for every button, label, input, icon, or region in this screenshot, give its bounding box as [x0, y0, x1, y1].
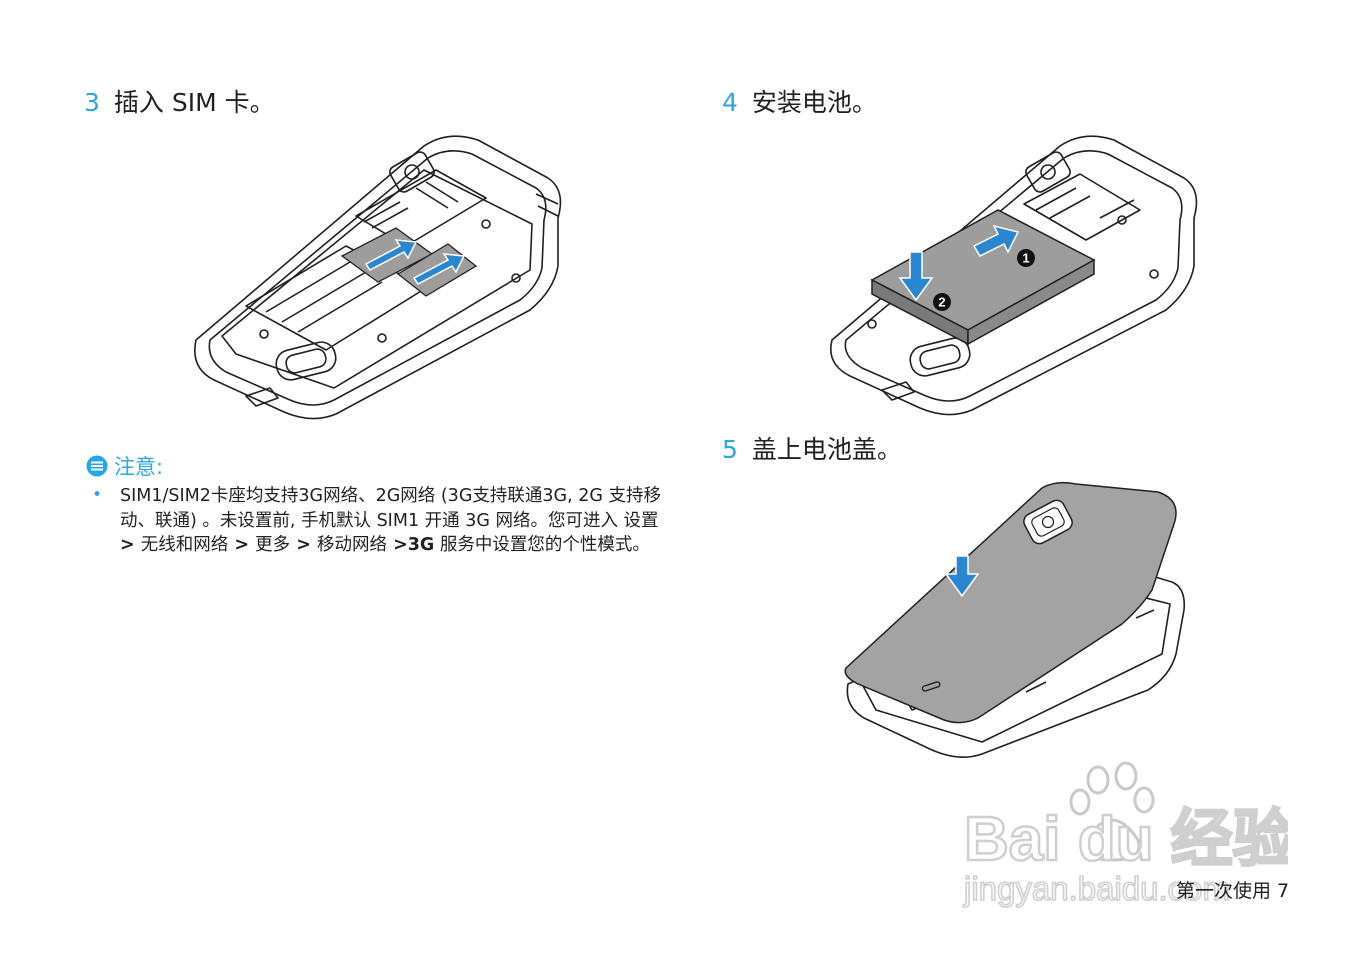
step-number: 5	[722, 435, 738, 464]
install-battery-illustration: 1 2	[830, 135, 1198, 416]
callout-2: 2	[938, 295, 945, 310]
baidu-jingyan-watermark: Bai du 经验 jingyan.baidu.com	[962, 761, 1288, 908]
callout-1: 1	[1022, 251, 1029, 266]
note-label: 注意:	[114, 455, 164, 479]
step-number: 4	[722, 88, 738, 117]
page-footer: 第一次使用 7	[1176, 880, 1290, 902]
step-text: 安装电池。	[751, 88, 877, 117]
step-3-heading: 3 插入 SIM 卡。	[84, 88, 275, 118]
note-item: •SIM1/SIM2卡座均支持3G网络、2G网络 (3G支持联通3G, 2G 支…	[92, 485, 661, 555]
step-4-heading: 4 安装电池。	[722, 88, 877, 118]
note-heading: 注意:	[86, 452, 163, 480]
step-5-heading: 5 盖上电池盖。	[722, 435, 902, 465]
insert-sim-illustration	[194, 135, 562, 420]
step-number: 3	[84, 88, 100, 117]
step-text: 插入 SIM 卡。	[113, 88, 275, 117]
note-icon	[86, 455, 108, 477]
note-list: •SIM1/SIM2卡座均支持3G网络、2G网络 (3G支持联通3G, 2G 支…	[92, 484, 677, 558]
svg-text:jingyan.baidu.com: jingyan.baidu.com	[963, 870, 1230, 907]
svg-text:Bai du 经验: Bai du 经验	[964, 805, 1288, 874]
battery-cover-illustration	[844, 481, 1186, 758]
bullet-icon: •	[92, 485, 103, 505]
step-text: 盖上电池盖。	[751, 435, 902, 464]
